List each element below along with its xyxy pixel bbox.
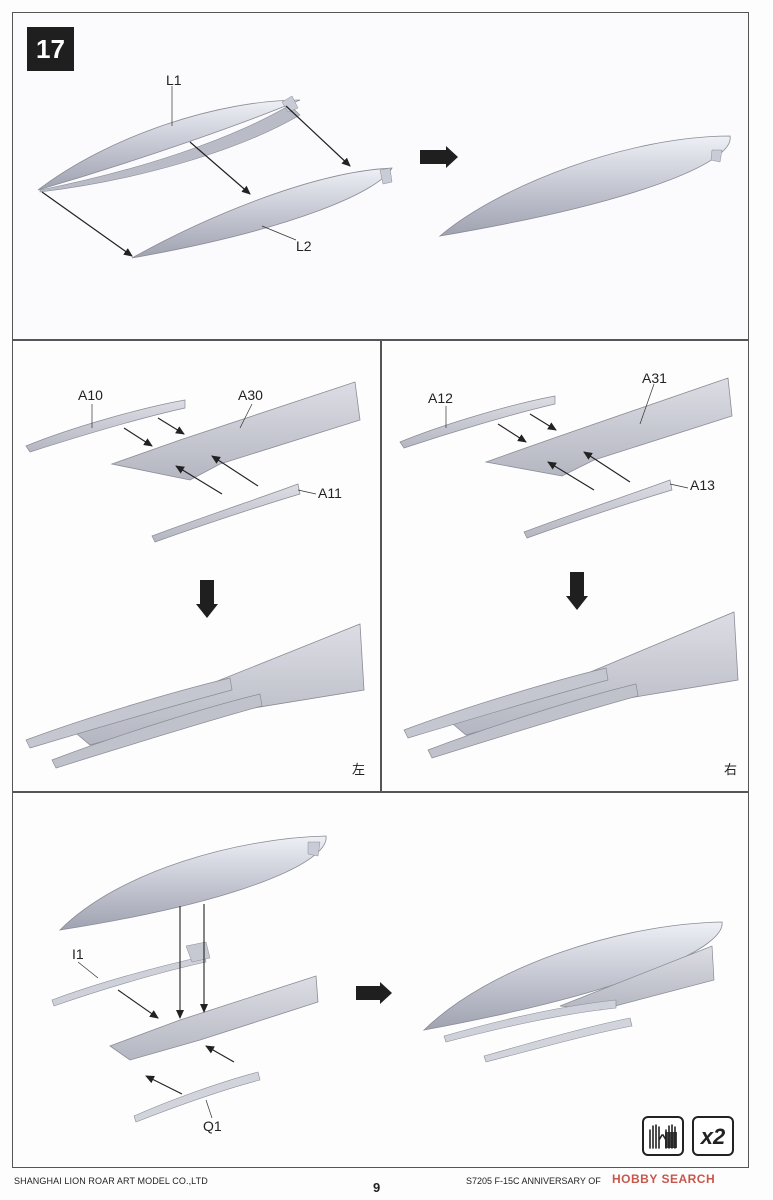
label-l1: L1 <box>166 72 182 88</box>
panel-right-pylon <box>381 340 749 792</box>
panel-final-assembly <box>12 792 749 1168</box>
label-a10: A10 <box>78 387 103 403</box>
final-assembly-parts <box>51 835 723 1123</box>
arrow-right-icon <box>356 982 392 1004</box>
label-a12: A12 <box>428 390 453 406</box>
footer-product: S7205 F-15C ANNIVERSARY OF <box>466 1176 601 1186</box>
part-l1-tank-half <box>37 95 301 193</box>
label-a11: A11 <box>318 485 342 501</box>
label-q1: Q1 <box>203 1118 222 1134</box>
hands-glue-icon <box>649 1124 677 1149</box>
quantity-label: x2 <box>700 1124 726 1149</box>
left-pylon-parts <box>25 381 365 769</box>
side-right-label: 右 <box>724 763 738 778</box>
part-l2-tank-half <box>131 167 393 259</box>
quantity-box: x2 <box>692 1116 734 1156</box>
step-number-badge: 17 <box>27 27 74 71</box>
label-a30: A30 <box>238 387 263 403</box>
label-a13: A13 <box>690 477 715 493</box>
watermark-logo: HOBBY SEARCH <box>612 1172 716 1186</box>
side-left-label: 左 <box>352 763 366 778</box>
arrow-down-icon <box>196 580 218 618</box>
assembled-fuel-tank <box>438 135 731 237</box>
arrow-down-icon <box>566 572 588 610</box>
glue-instruction-box <box>642 1116 684 1156</box>
label-i1: I1 <box>72 946 84 962</box>
footer-company: SHANGHAI LION ROAR ART MODEL CO.,LTD <box>14 1176 208 1186</box>
panel-left-pylon <box>12 340 381 792</box>
label-l2: L2 <box>296 238 312 254</box>
right-pylon-parts <box>399 377 739 759</box>
label-a31: A31 <box>642 370 667 386</box>
arrow-right-icon <box>420 146 458 168</box>
footer-page-number: 9 <box>373 1180 381 1195</box>
